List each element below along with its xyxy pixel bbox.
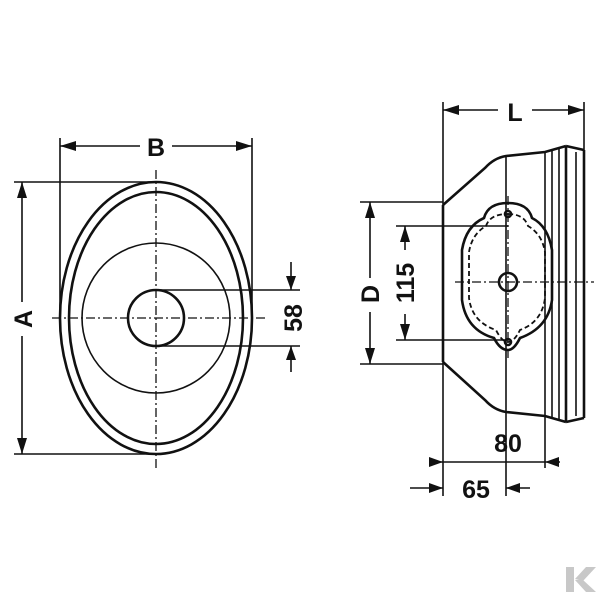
brand-k-logo — [566, 567, 596, 592]
side-view: L D 115 80 65 — [356, 95, 594, 504]
dim-l-arrow-right — [568, 105, 584, 115]
side-flange-hidden-outline — [468, 213, 546, 343]
dim-115-label: 115 — [392, 263, 420, 303]
dim-58-arrow-top — [286, 276, 296, 290]
logo-k-upper-arm — [575, 567, 596, 581]
dim-d-label: D — [357, 285, 385, 303]
side-rim-flange-bottom — [565, 416, 585, 424]
dim-a-arrow-top — [17, 182, 27, 198]
dim-65-arrow-left — [429, 483, 443, 493]
dim-l-arrow-left — [443, 105, 459, 115]
dim-58-arrow-bottom — [286, 346, 296, 360]
dim-b-label: B — [147, 134, 165, 162]
side-upper-taper — [442, 144, 567, 206]
dim-a-arrow-bottom — [17, 438, 27, 454]
dim-115-arrow-top — [400, 226, 410, 242]
dim-80-label: 80 — [494, 430, 522, 458]
dim-115-arrow-bottom — [400, 324, 410, 340]
dim-d-arrow-top — [365, 202, 375, 218]
dim-l-label: L — [507, 99, 522, 127]
dim-a-label: A — [10, 310, 38, 328]
side-rim-flange-top — [565, 144, 585, 152]
dim-b-arrow-left — [60, 141, 76, 151]
front-view: B A 58 — [8, 131, 308, 468]
dim-b-arrow-right — [236, 141, 252, 151]
side-flange-plate — [460, 201, 554, 352]
logo-k-lower-arm — [575, 580, 596, 592]
dim-65-arrow-right — [506, 483, 520, 493]
logo-k-stem — [566, 567, 574, 592]
side-lower-taper — [442, 361, 567, 424]
dim-80-arrow-right — [545, 457, 559, 467]
dim-65-label: 65 — [462, 476, 490, 504]
dim-80-arrow-left — [429, 457, 443, 467]
dim-58-label: 58 — [280, 304, 308, 332]
dim-d-arrow-bottom — [365, 348, 375, 364]
